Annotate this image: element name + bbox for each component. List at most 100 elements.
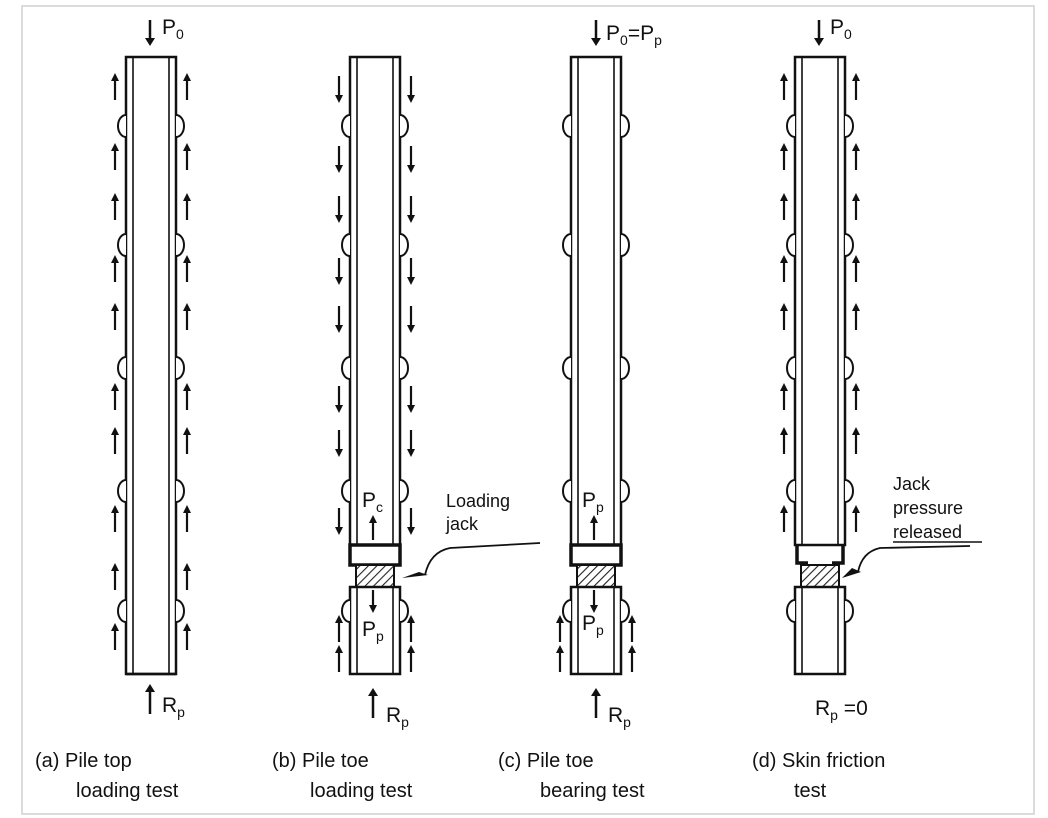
friction-arrow-down-head [407,95,415,103]
figure-frame [21,5,1035,815]
lower-jack-force-label: Pp [362,618,384,644]
jack-released-annotation-line1: Jack [893,474,931,494]
friction-arrow-up-head [111,193,119,201]
top-load-label-d: P0 [830,16,852,42]
friction-arrow-up-head [407,615,415,623]
friction-arrow-down-head [407,165,415,173]
loading-jack-hatched [355,564,395,588]
bottom-reaction-label-d: Rp =0 [815,697,868,723]
top-load-label: P0 [162,16,184,42]
friction-arrow-up-head [111,427,119,435]
bottom-reaction-label-c: Rp [608,704,631,730]
friction-arrow-down-head [335,527,343,535]
friction-arrow-up-head [111,383,119,391]
friction-arrow-down-head [335,405,343,413]
friction-arrow-up-head [183,383,191,391]
jack-hatched-d [800,564,840,588]
friction-arrow-up-head [111,255,119,263]
friction-arrow-up-head [556,645,564,653]
upper-jack-force-label: Pc [362,489,383,515]
friction-arrow-up-head [852,303,860,311]
top-load-arrowhead [145,38,155,46]
friction-arrow-up-head [335,645,343,653]
jack-hatched-c [576,564,616,588]
friction-arrow-up-head [335,615,343,623]
friction-arrow-up-head [183,623,191,631]
friction-arrow-up-head [852,383,860,391]
pile-shaft-bumps [117,114,185,623]
friction-arrow-down-head [407,277,415,285]
lower-jack-force-label-c: Pp [582,612,604,638]
friction-arrow-up-head [111,563,119,571]
friction-arrow-up-head [780,73,788,81]
caption-d-line2: test [794,780,827,802]
bottom-reaction-label-b: Rp [386,704,409,730]
friction-arrow-up-head [183,255,191,263]
friction-arrow-up-head [780,255,788,263]
friction-arrow-up-head [111,303,119,311]
jack-cap [348,543,402,567]
caption-c-line1: (c) Pile toe [498,750,594,772]
loading-jack-leader-line [424,542,541,576]
caption-a-line2: loading test [76,780,179,802]
panel-a: P0 Rp (a) Pile top loading test [35,16,185,802]
caption-b-line2: loading test [310,780,413,802]
friction-arrow-up-head [852,255,860,263]
friction-arrow-up-head [780,383,788,391]
friction-arrow-up-head [407,645,415,653]
friction-arrow-down-head [407,449,415,457]
friction-arrow-up-head [852,73,860,81]
jack-released-annotation-line3: released [893,522,962,542]
upper-jack-force-label-c: Pp [582,489,604,515]
friction-arrow-up-head [852,193,860,201]
caption-a-line1: (a) Pile top [35,750,132,772]
caption-c-line2: bearing test [540,780,645,802]
friction-arrow-down-head [407,527,415,535]
friction-arrow-up-head [556,615,564,623]
panel-d: P0 Jack pressure released Rp =0 (d) Skin… [752,16,982,802]
loading-jack-annotation-line2: jack [445,514,479,534]
friction-arrow-up-head [628,615,636,623]
upper-pile-segment [348,55,402,547]
friction-arrow-up-head [852,143,860,151]
friction-arrow-up-head [780,505,788,513]
friction-arrow-up-head [111,73,119,81]
friction-arrow-up-head [852,427,860,435]
loading-jack-annotation-line1: Loading [446,491,510,511]
friction-arrow-up-head [852,505,860,513]
friction-arrow-down-head [335,325,343,333]
panel-b: Pc Pp Loading jack Rp (b) Pile toe loadi… [272,55,541,802]
friction-arrow-up-head [183,563,191,571]
released-jack-cap [795,545,845,565]
friction-arrow-up-head [780,193,788,201]
lower-pile-segment [348,585,402,676]
friction-arrow-up-head [780,427,788,435]
friction-arrow-down-head [407,325,415,333]
friction-arrow-up-head [628,645,636,653]
friction-arrow-down-head [335,95,343,103]
friction-arrow-down-head [335,449,343,457]
friction-arrow-up-head [111,623,119,631]
friction-arrow-up-head [780,143,788,151]
panel-c: P0=Pp Pp Pp Rp (c) Pile toe bearing test [498,20,662,802]
friction-arrow-down-head [335,277,343,285]
friction-arrow-up-head [183,303,191,311]
friction-arrow-up-head [183,505,191,513]
caption-d-line1: (d) Skin friction [752,750,885,772]
jack-released-leader-line [857,545,971,573]
bottom-reaction-label: Rp [162,694,185,720]
friction-arrow-up-head [111,143,119,151]
friction-arrow-down-head [407,215,415,223]
friction-arrow-up-head [780,303,788,311]
friction-arrow-up-head [183,73,191,81]
friction-arrow-down-head [335,165,343,173]
friction-arrow-up-head [183,427,191,435]
friction-arrow-up-head [183,143,191,151]
friction-arrow-down-head [335,215,343,223]
top-load-label-c: P0=Pp [606,22,662,48]
friction-arrow-down-head [407,405,415,413]
friction-arrow-up-head [111,505,119,513]
friction-arrows [111,73,860,672]
friction-arrow-up-head [183,193,191,201]
